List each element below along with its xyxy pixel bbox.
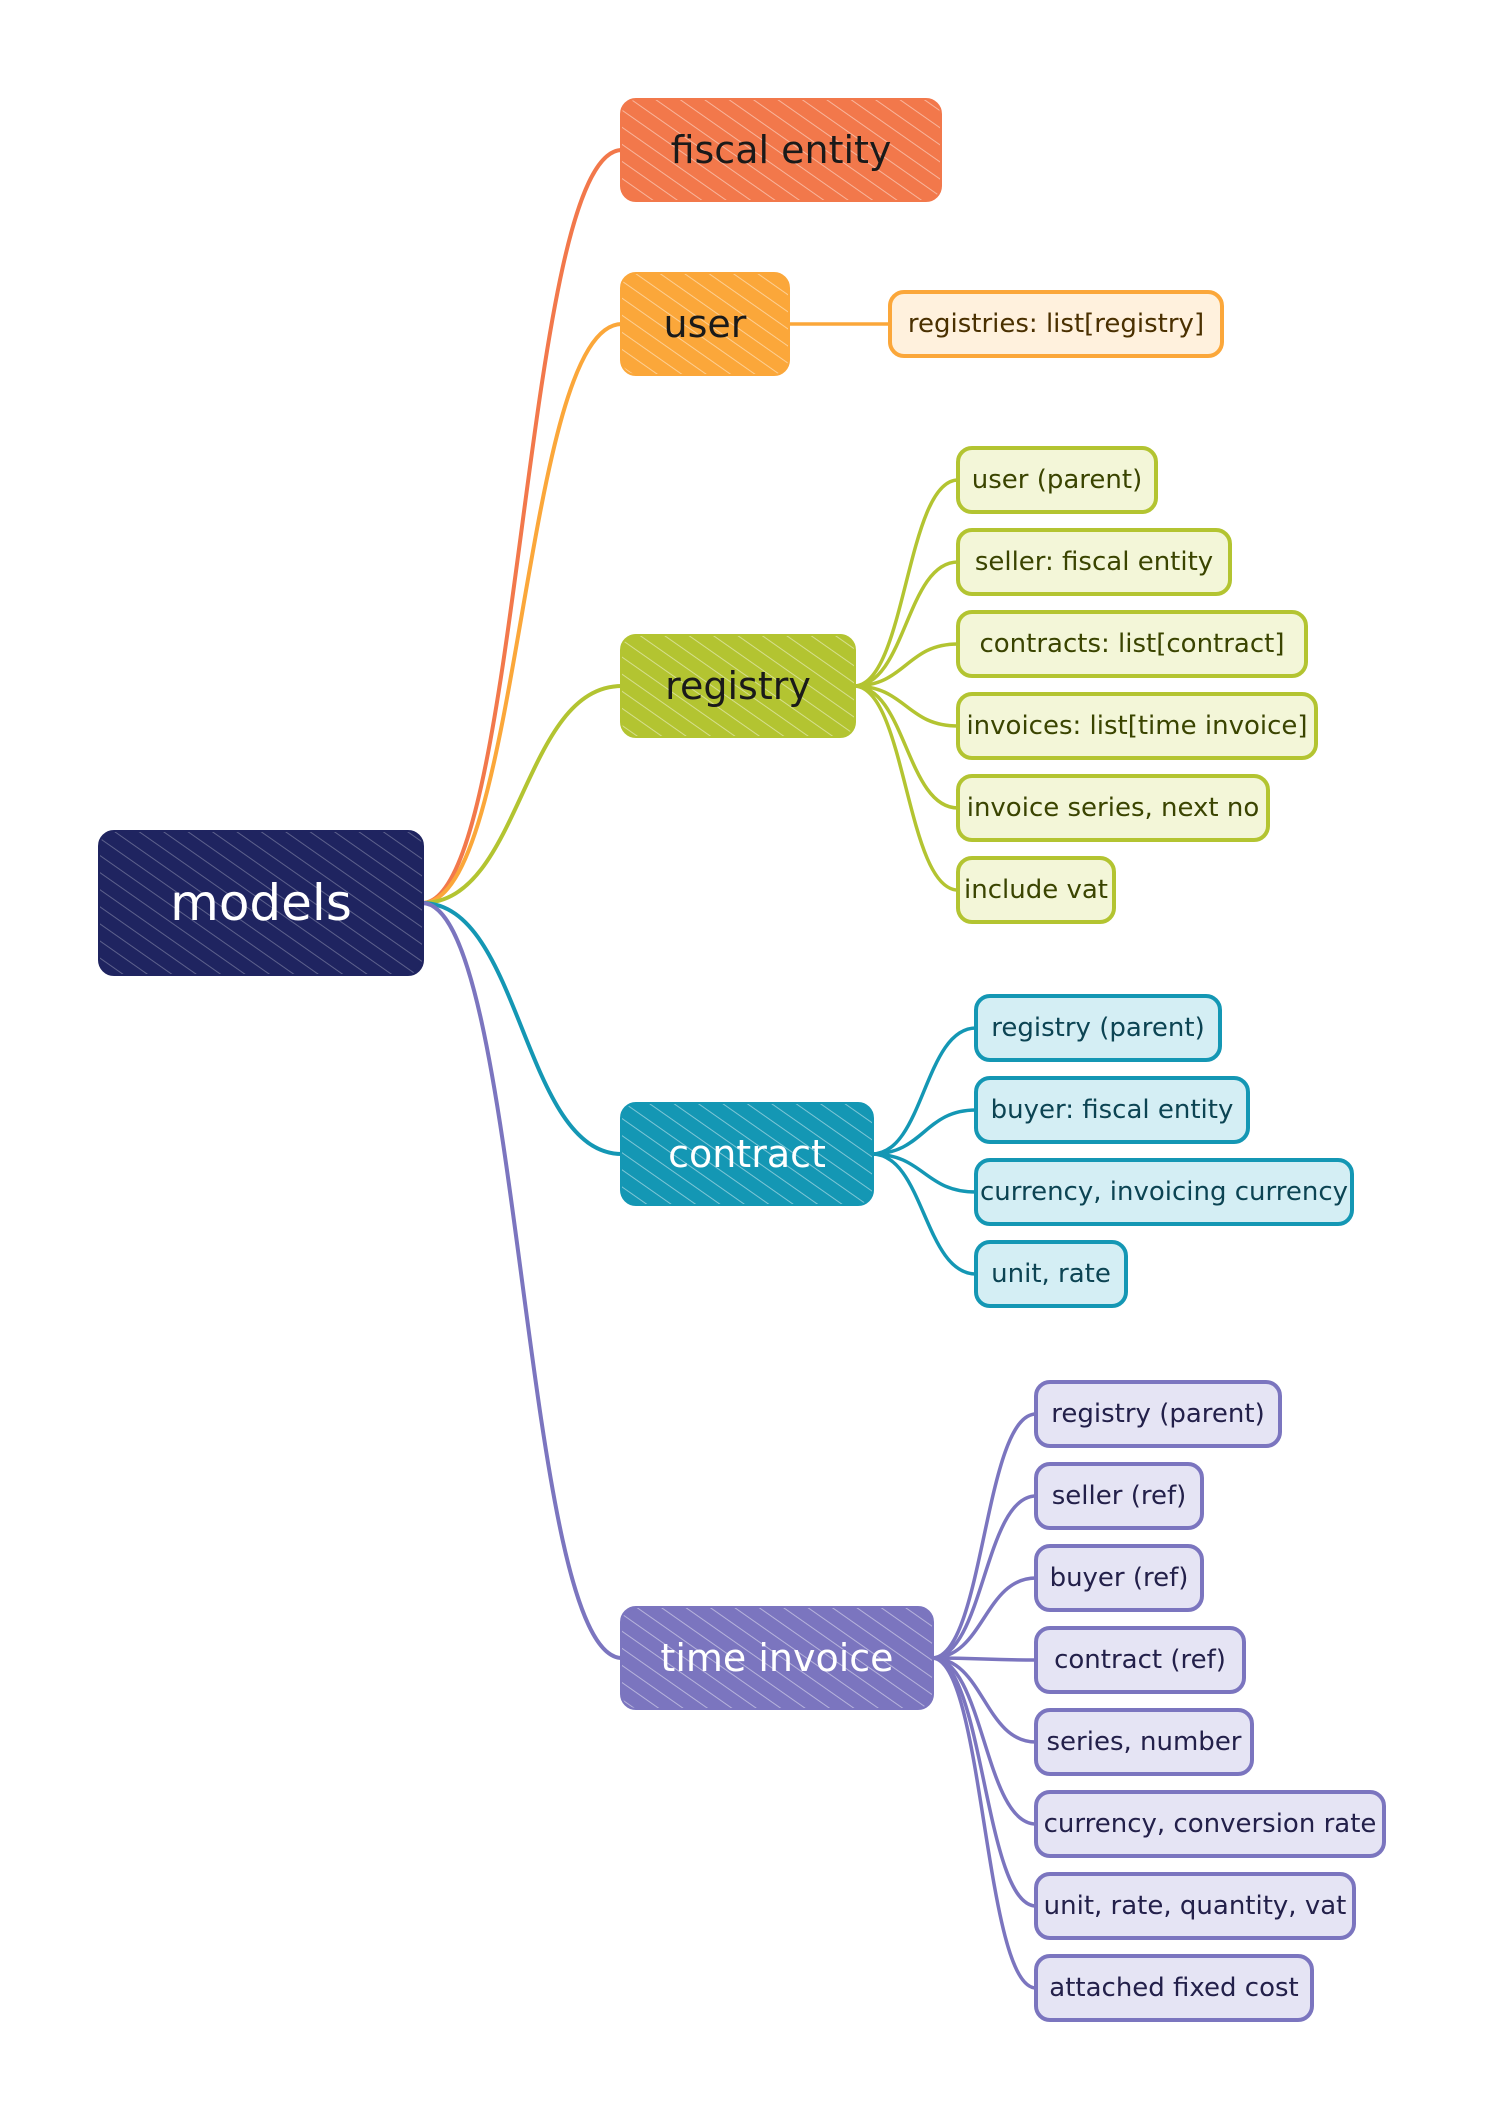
leaf-contract-3-label: unit, rate bbox=[991, 1259, 1111, 1289]
leaf-contract-0-label: registry (parent) bbox=[991, 1013, 1204, 1043]
leaf-time-invoice-4-label: series, number bbox=[1047, 1727, 1242, 1757]
leaf-time-invoice-3-box bbox=[1034, 1626, 1246, 1694]
branch-user[interactable]: user bbox=[620, 272, 790, 376]
edge-root-registry bbox=[420, 684, 624, 905]
leaf-time-invoice-5-box bbox=[1034, 1790, 1386, 1858]
branch-registry-texture bbox=[622, 636, 854, 736]
leaf-registry-0-box bbox=[956, 446, 1158, 514]
leaf-time-invoice-0-label: registry (parent) bbox=[1051, 1399, 1264, 1429]
edge-registry-3 bbox=[852, 684, 960, 728]
leaf-time-invoice-7[interactable]: attached fixed cost bbox=[1034, 1954, 1314, 2022]
branch-user-texture bbox=[622, 274, 788, 374]
leaf-registry-1-label: seller: fiscal entity bbox=[975, 547, 1213, 577]
edge-contract-1 bbox=[870, 1108, 978, 1156]
leaf-registry-5-box bbox=[956, 856, 1116, 924]
leaf-registry-3-label: invoices: list[time invoice] bbox=[966, 711, 1307, 741]
leaf-contract-1-label: buyer: fiscal entity bbox=[991, 1095, 1234, 1125]
branch-registry-label: registry bbox=[665, 664, 811, 708]
leaf-time-invoice-0-box bbox=[1034, 1380, 1282, 1448]
branch-registry[interactable]: registry bbox=[620, 634, 856, 738]
leaf-registry-1[interactable]: seller: fiscal entity bbox=[956, 528, 1232, 596]
leaf-registry-3-box bbox=[956, 692, 1318, 760]
leaf-contract-3-box bbox=[974, 1240, 1128, 1308]
root-node[interactable]: models bbox=[98, 830, 424, 976]
edge-contract-2 bbox=[870, 1152, 978, 1194]
edge-registry-4 bbox=[852, 684, 960, 810]
leaf-contract-1-box bbox=[974, 1076, 1250, 1144]
leaf-time-invoice-6-box bbox=[1034, 1872, 1356, 1940]
edge-time-invoice-0 bbox=[930, 1412, 1038, 1660]
leaf-registry-0-label: user (parent) bbox=[972, 465, 1143, 495]
edge-time-invoice-6 bbox=[930, 1656, 1038, 1908]
edge-root-fiscal-entity bbox=[420, 148, 624, 905]
leaf-registry-2[interactable]: contracts: list[contract] bbox=[956, 610, 1308, 678]
leaf-time-invoice-6-label: unit, rate, quantity, vat bbox=[1044, 1891, 1347, 1921]
edge-contract-0 bbox=[870, 1026, 978, 1156]
leaf-time-invoice-2-label: buyer (ref) bbox=[1050, 1563, 1189, 1593]
branch-contract-label: contract bbox=[668, 1132, 826, 1176]
edge-root-user bbox=[420, 322, 624, 905]
leaf-contract-2[interactable]: currency, invoicing currency bbox=[974, 1158, 1354, 1226]
edge-root-contract bbox=[420, 901, 624, 1156]
branch-time-invoice[interactable]: time invoice bbox=[620, 1606, 934, 1710]
edge-time-invoice-3 bbox=[930, 1656, 1038, 1662]
leaf-registry-2-label: contracts: list[contract] bbox=[979, 629, 1284, 659]
leaf-time-invoice-4-box bbox=[1034, 1708, 1254, 1776]
edge-time-invoice-4 bbox=[930, 1656, 1038, 1744]
leaf-contract-2-box bbox=[974, 1158, 1354, 1226]
leaf-registry-5[interactable]: include vat bbox=[956, 856, 1116, 924]
leaf-time-invoice-1-label: seller (ref) bbox=[1052, 1481, 1187, 1511]
branch-contract-texture bbox=[622, 1104, 872, 1204]
leaf-time-invoice-3[interactable]: contract (ref) bbox=[1034, 1626, 1246, 1694]
leaf-time-invoice-5[interactable]: currency, conversion rate bbox=[1034, 1790, 1386, 1858]
edge-time-invoice-7 bbox=[930, 1656, 1038, 1990]
leaf-user-0-label: registries: list[registry] bbox=[908, 309, 1204, 339]
leaf-time-invoice-6[interactable]: unit, rate, quantity, vat bbox=[1034, 1872, 1356, 1940]
leaf-registry-3[interactable]: invoices: list[time invoice] bbox=[956, 692, 1318, 760]
leaf-contract-0[interactable]: registry (parent) bbox=[974, 994, 1222, 1062]
leaf-time-invoice-7-label: attached fixed cost bbox=[1049, 1973, 1298, 2003]
branch-fiscal-entity-label: fiscal entity bbox=[671, 128, 892, 172]
edge-registry-1 bbox=[852, 560, 960, 688]
edge-root-time-invoice bbox=[420, 901, 624, 1660]
branch-fiscal-entity[interactable]: fiscal entity bbox=[620, 98, 942, 202]
branch-time-invoice-texture bbox=[622, 1608, 932, 1708]
branch-fiscal-entity-texture bbox=[622, 100, 940, 200]
leaf-registry-4[interactable]: invoice series, next no bbox=[956, 774, 1270, 842]
leaf-time-invoice-7-box bbox=[1034, 1954, 1314, 2022]
leaf-registry-1-box bbox=[956, 528, 1232, 596]
edge-registry-2 bbox=[852, 642, 960, 688]
branch-contract[interactable]: contract bbox=[620, 1102, 874, 1206]
branch-time-invoice-label: time invoice bbox=[660, 1636, 893, 1680]
leaf-time-invoice-0[interactable]: registry (parent) bbox=[1034, 1380, 1282, 1448]
edge-time-invoice-5 bbox=[930, 1656, 1038, 1826]
leaf-time-invoice-2-box bbox=[1034, 1544, 1204, 1612]
leaf-contract-2-label: currency, invoicing currency bbox=[980, 1177, 1348, 1207]
edge-time-invoice-2 bbox=[930, 1576, 1038, 1660]
leaf-registry-4-label: invoice series, next no bbox=[967, 793, 1260, 823]
leaf-registry-5-label: include vat bbox=[964, 875, 1108, 905]
leaf-time-invoice-1[interactable]: seller (ref) bbox=[1034, 1462, 1204, 1530]
leaf-contract-0-box bbox=[974, 994, 1222, 1062]
leaf-registry-2-box bbox=[956, 610, 1308, 678]
leaf-user-0[interactable]: registries: list[registry] bbox=[888, 290, 1224, 358]
edge-registry-0 bbox=[852, 478, 960, 688]
leaf-registry-4-box bbox=[956, 774, 1270, 842]
root-label: models bbox=[170, 874, 352, 932]
leaf-registry-0[interactable]: user (parent) bbox=[956, 446, 1158, 514]
branch-user-label: user bbox=[664, 302, 747, 346]
edge-registry-5 bbox=[852, 684, 960, 892]
root-node-texture bbox=[100, 832, 422, 974]
leaf-contract-1[interactable]: buyer: fiscal entity bbox=[974, 1076, 1250, 1144]
leaf-time-invoice-5-label: currency, conversion rate bbox=[1044, 1809, 1377, 1839]
leaf-contract-3[interactable]: unit, rate bbox=[974, 1240, 1128, 1308]
leaf-time-invoice-3-label: contract (ref) bbox=[1054, 1645, 1226, 1675]
leaf-user-0-box bbox=[888, 290, 1224, 358]
leaf-time-invoice-1-box bbox=[1034, 1462, 1204, 1530]
leaf-time-invoice-2[interactable]: buyer (ref) bbox=[1034, 1544, 1204, 1612]
edge-time-invoice-1 bbox=[930, 1494, 1038, 1660]
edge-contract-3 bbox=[870, 1152, 978, 1276]
leaf-time-invoice-4[interactable]: series, number bbox=[1034, 1708, 1254, 1776]
